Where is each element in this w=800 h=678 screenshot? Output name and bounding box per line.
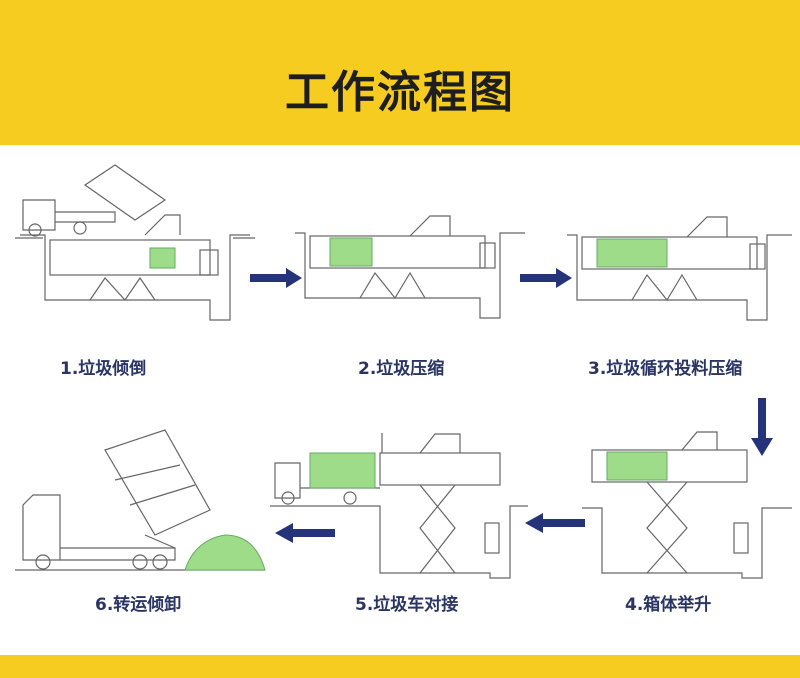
arrow-right-1-to-2 — [250, 268, 302, 288]
step-2-diagram — [295, 215, 525, 319]
step-6-diagram — [15, 429, 266, 571]
footer-band — [0, 655, 800, 678]
step-3-label: 3.垃圾循环投料压缩 — [588, 359, 743, 379]
step-5-diagram — [270, 433, 528, 579]
arrow-left-5-to-6 — [275, 523, 335, 543]
arrow-down-3-to-4 — [751, 398, 773, 456]
header-band — [0, 0, 800, 145]
page-title: 工作流程图 — [285, 67, 515, 118]
step-4-label: 4.箱体举升 — [625, 595, 712, 615]
step-5-label: 5.垃圾车对接 — [355, 595, 459, 615]
step-1-diagram — [15, 164, 255, 321]
arrow-right-2-to-3 — [520, 268, 572, 288]
arrow-left-4-to-5 — [525, 513, 585, 533]
step-6-label: 6.转运倾卸 — [95, 595, 182, 615]
step-4-diagram — [582, 431, 792, 579]
step-2-label: 2.垃圾压缩 — [358, 359, 445, 379]
step-1-label: 1.垃圾倾倒 — [60, 359, 147, 379]
step-3-diagram — [567, 216, 792, 321]
